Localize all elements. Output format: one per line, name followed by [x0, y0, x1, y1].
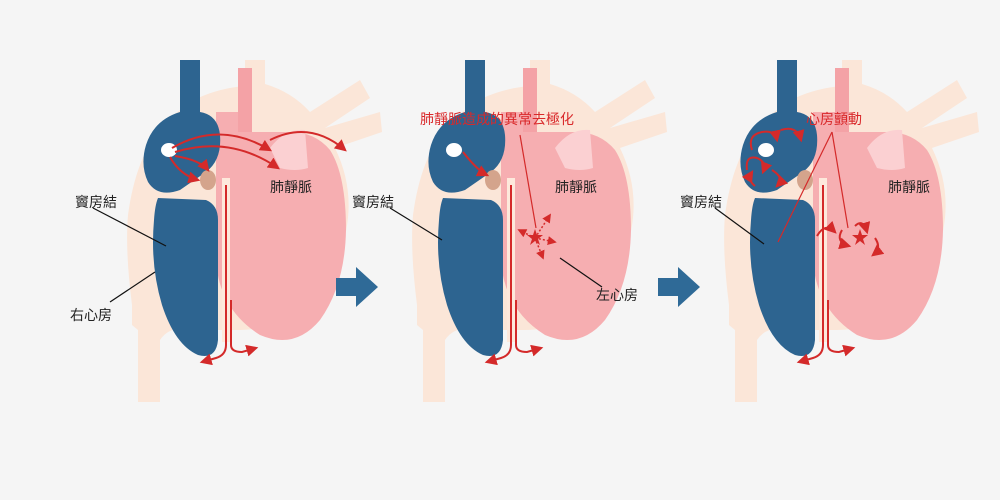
step-arrow-2: [658, 267, 700, 307]
heart-atrial-fibrillation: [724, 60, 979, 402]
heart-normal: [127, 60, 382, 402]
p1-right-atrium-label: 右心房: [70, 308, 112, 324]
p1-sa-node-label: 竇房結: [75, 195, 117, 211]
p3-sa-node-label: 竇房結: [680, 195, 722, 211]
heart-abnormal-depolarization: [412, 60, 667, 402]
p3-pulmonary-vein-label: 肺靜脈: [888, 180, 930, 196]
p3-fibrillation-label: 心房顫動: [806, 111, 862, 128]
p2-sa-node-label: 竇房結: [352, 195, 394, 211]
p2-abnormal-label: 肺靜脈造成的異常去極化: [420, 112, 574, 128]
p1-pulmonary-vein-label: 肺靜脈: [270, 180, 312, 196]
step-arrow-1: [336, 267, 378, 307]
p2-pulmonary-vein-label: 肺靜脈: [555, 180, 597, 196]
p2-left-atrium-label: 左心房: [596, 288, 638, 304]
